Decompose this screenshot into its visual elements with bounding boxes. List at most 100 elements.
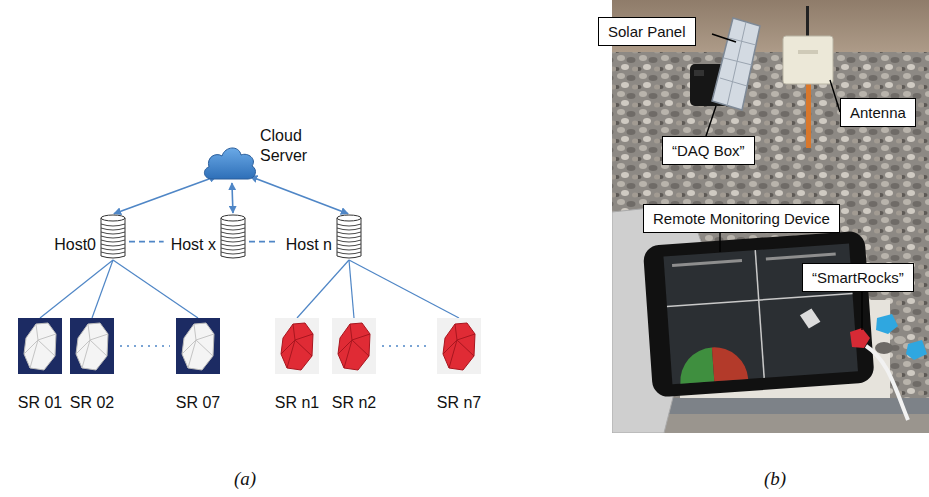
node-label: Antenna — [850, 104, 906, 121]
leader-lines — [830, 80, 840, 112]
smart-rocks — [850, 328, 870, 348]
smartrock-sensor-icon — [182, 323, 214, 370]
connector — [92, 260, 113, 318]
callout-box: Remote Monitoring Device — [643, 204, 840, 233]
smartrock-sensor: SR 02 — [70, 318, 114, 412]
smart-rocks — [906, 340, 927, 360]
host-gateway-icon — [337, 228, 361, 230]
host-gateway: Host0 — [50, 214, 126, 260]
smartrock-sensor: SR 01 — [18, 318, 62, 412]
node-label: SR n1 — [275, 394, 319, 412]
gravel-ballast — [612, 52, 929, 433]
smartrock-sensor-icon — [18, 318, 62, 374]
host-gateway-icon — [221, 252, 245, 254]
smartrock-sensor-icon — [70, 318, 114, 374]
smartrock-sensor-icon — [182, 324, 214, 368]
callout-box: Antenna — [840, 98, 916, 127]
host-gateway-icon — [337, 240, 361, 242]
smartrock-sensor-icon — [338, 324, 370, 368]
host-gateway-icon — [221, 215, 245, 221]
host-gateway-icon — [101, 236, 125, 238]
smartrock-sensor-icon — [18, 318, 62, 374]
host-gateway: Host n — [282, 214, 362, 260]
field-photo — [612, 0, 929, 433]
host-gateway-icon — [220, 214, 246, 260]
smartrock-sensor: SR n2 — [332, 318, 376, 412]
connector — [40, 260, 113, 318]
leader-lines — [712, 34, 736, 42]
smartphone — [799, 308, 820, 329]
connector — [249, 241, 279, 243]
host-gateway-icon — [101, 215, 125, 221]
connector — [349, 260, 354, 318]
panel-caption: (a) — [234, 468, 256, 490]
smartrock-sensor-icon — [332, 318, 376, 374]
host-gateway-icon — [221, 232, 245, 234]
panel-caption: (b) — [764, 468, 786, 490]
smartrock-sensor-icon — [24, 323, 56, 370]
node-label: SR 02 — [70, 394, 114, 412]
host-gateway-icon — [101, 218, 125, 258]
host-gateway-icon — [337, 236, 361, 238]
node-label: “SmartRocks” — [812, 269, 904, 286]
cloud-server-icon — [200, 142, 258, 182]
smartrock-sensor-icon — [437, 318, 481, 374]
host-gateway-icon — [221, 218, 245, 258]
host-gateway-icon — [337, 248, 361, 250]
connector — [129, 241, 164, 243]
smartrock-sensor: SR n7 — [437, 318, 481, 412]
host-gateway-icon — [101, 252, 125, 254]
smartphone — [712, 345, 748, 381]
antenna — [798, 50, 818, 54]
connector — [232, 183, 233, 213]
node-label: Host0 — [50, 236, 100, 254]
smartrock-sensor-icon — [275, 318, 319, 374]
host-gateway-icon — [221, 228, 245, 230]
connector — [250, 176, 348, 213]
host-gateway-icon — [101, 248, 125, 250]
node-label: Host n — [282, 236, 336, 254]
daq-box — [694, 70, 704, 76]
host-gateway-icon — [221, 236, 245, 238]
connector — [120, 345, 170, 347]
connector — [349, 260, 459, 318]
panel-caption-holder: (b) — [764, 468, 786, 490]
smartphone — [643, 231, 875, 398]
node-label: Remote Monitoring Device — [653, 210, 830, 227]
callout-box: “SmartRocks” — [802, 263, 914, 292]
host-gateway-icon — [337, 215, 361, 221]
smartphone — [672, 259, 742, 267]
host-gateway-icon — [337, 232, 361, 234]
host-gateway-icon — [337, 244, 361, 246]
host-gateway-icon — [337, 252, 361, 254]
host-gateway-icon — [101, 240, 125, 242]
smartrock-sensor-icon — [281, 323, 313, 370]
smartrock-sensor-icon — [281, 324, 313, 368]
host-gateway-icon — [101, 244, 125, 246]
panel-caption-holder: (a) — [234, 468, 256, 490]
solar-panel — [712, 18, 760, 110]
node-label: Cloud Server — [260, 126, 324, 166]
node-label: SR 01 — [18, 394, 62, 412]
smartrock-sensor-icon — [443, 323, 475, 370]
connector — [297, 260, 349, 318]
smartrock-sensor-icon — [76, 323, 108, 370]
host-gateway-icon — [101, 228, 125, 230]
smartphone — [643, 231, 875, 398]
smartrock-sensor-icon — [275, 318, 319, 374]
host-gateway-icon — [221, 244, 245, 246]
callout-box: “DAQ Box” — [662, 136, 755, 165]
solar-panel — [712, 18, 760, 110]
antenna — [783, 36, 833, 84]
usb-cable — [866, 346, 908, 420]
host-gateway-icon — [336, 214, 362, 260]
host-gateway-icon — [337, 218, 361, 258]
antenna — [783, 6, 833, 148]
solar-panel — [720, 78, 747, 86]
smartrock-sensor: SR n1 — [275, 318, 319, 412]
host-gateway: Host x — [167, 214, 246, 260]
connector — [113, 260, 198, 318]
host-gateway-icon — [100, 214, 126, 260]
